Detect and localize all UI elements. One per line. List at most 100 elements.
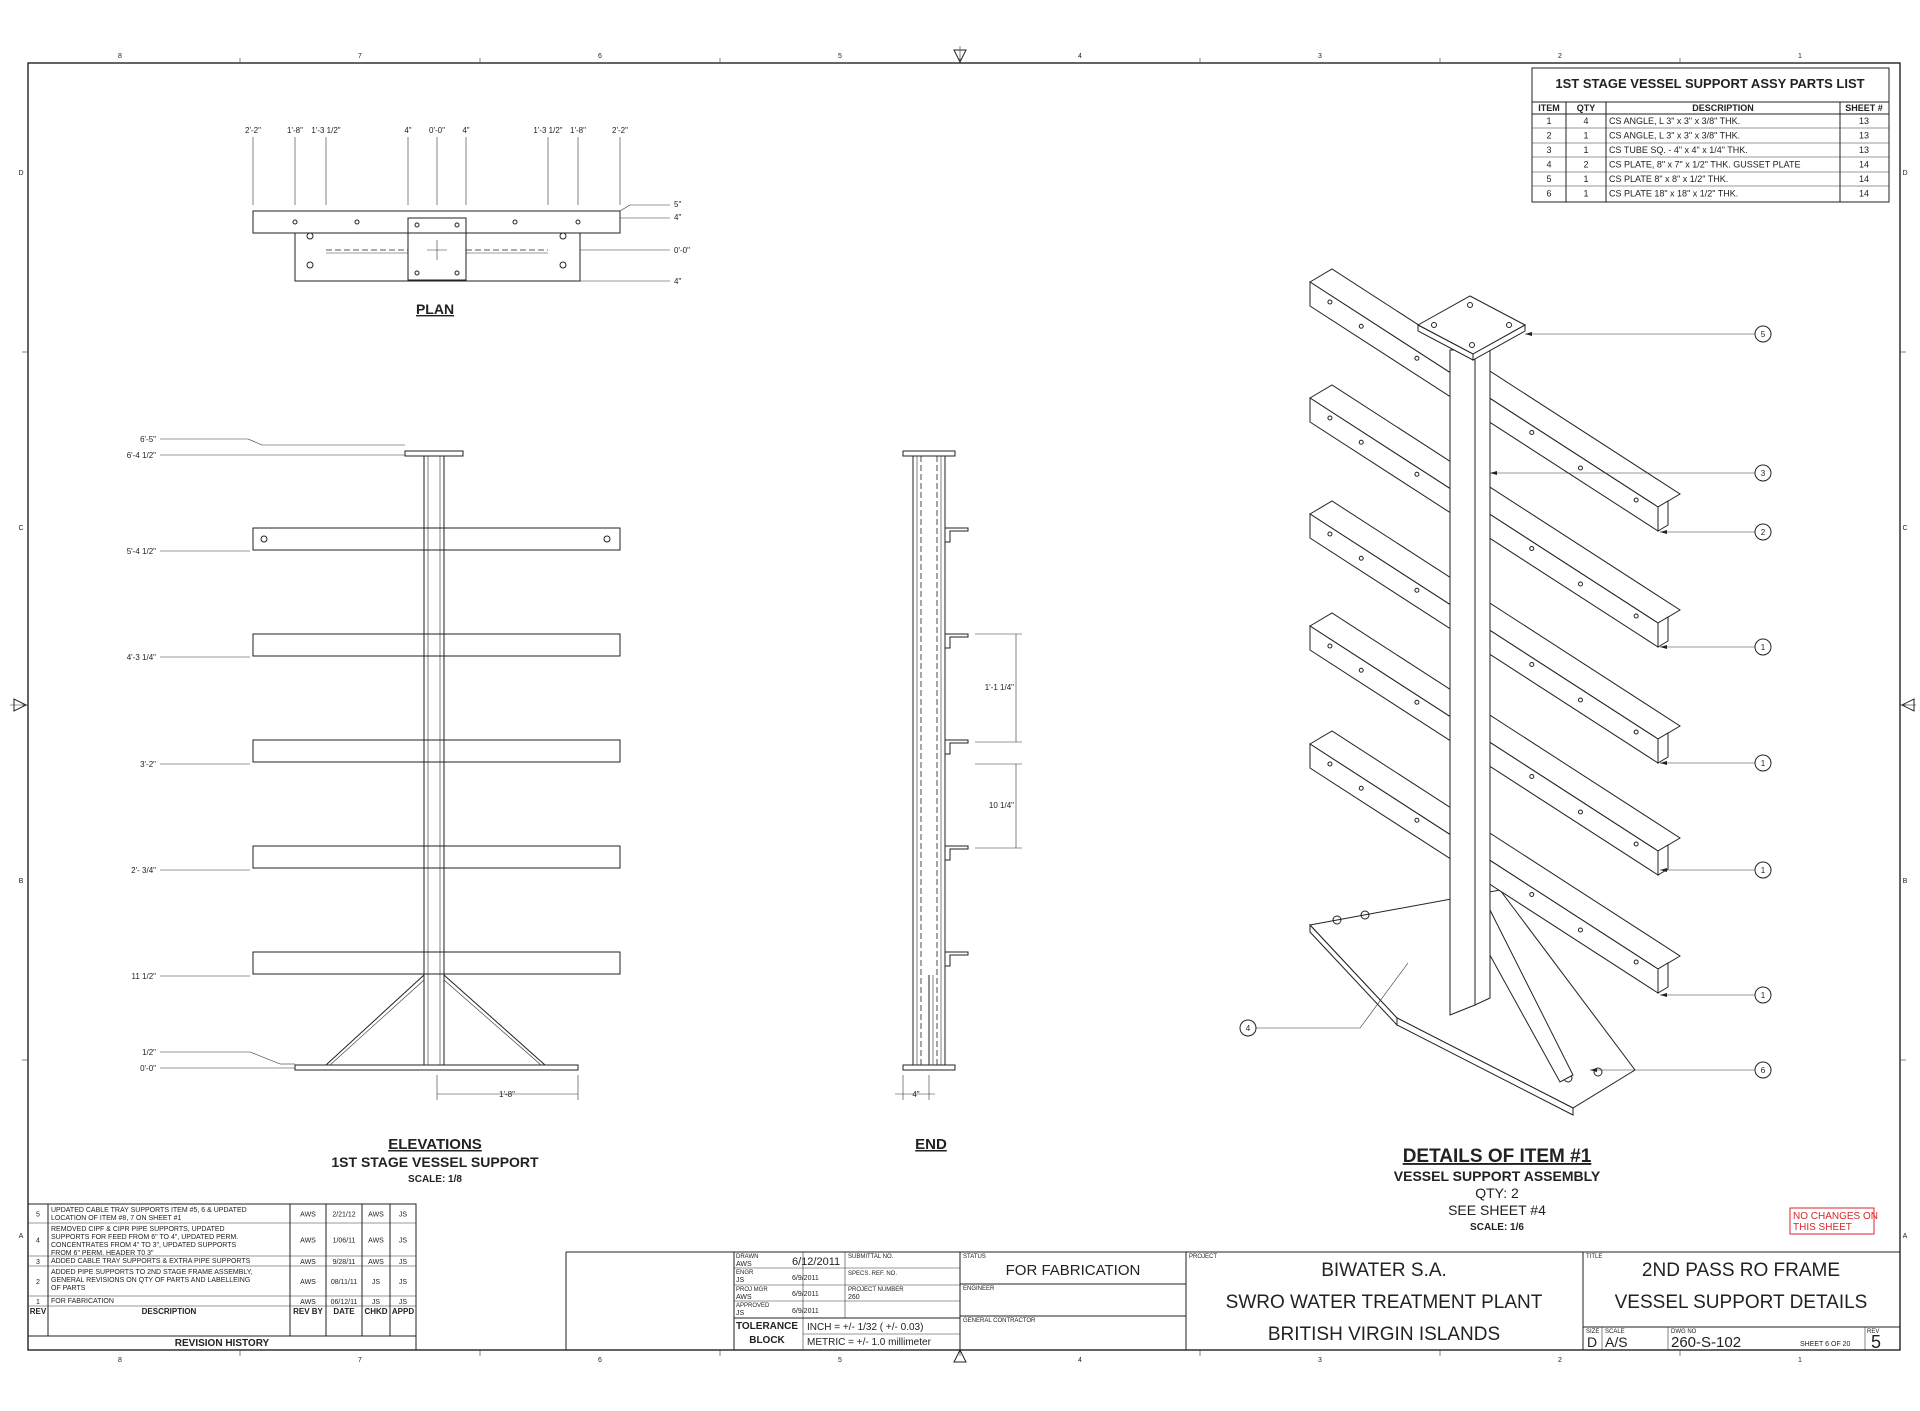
parts-item-3: 3 (1546, 145, 1551, 155)
iso-arm-hole (1529, 430, 1535, 435)
revision-description-4-2: CONCENTRATES FROM 4" TO 3", UPDATED SUPP… (51, 1242, 237, 1249)
zone-col-top-6: 6 (598, 53, 602, 60)
revision-date-3: 9/28/11 (333, 1259, 356, 1266)
parts-header-sheet: SHEET # (1845, 103, 1883, 113)
project-number-label: PROJECT NUMBER (848, 1287, 904, 1293)
parts-sheet-2: 13 (1859, 131, 1869, 141)
end-bracket-3 (945, 739, 969, 755)
parts-header-item: ITEM (1538, 103, 1560, 113)
revision-description-2-1: GENERAL REVISIONS ON QTY OF PARTS AND LA… (51, 1277, 250, 1284)
balloon-arrowhead (1525, 332, 1532, 336)
parts-sheet-5: 14 (1859, 174, 1869, 184)
tolerance-inch: INCH = +/- 1/32 ( +/- 0.03) (807, 1322, 923, 1333)
iso-arm-hole (1529, 546, 1535, 551)
zone-col-bottom-2: 2 (1558, 1357, 1562, 1364)
parts-header-description: DESCRIPTION (1692, 103, 1754, 113)
plan-top-dims: 2'-2"1'-8"1'-3 1/2"4"0'-0"4"1'-3 1/2"1'-… (245, 126, 628, 205)
iso-arm-hole (1327, 643, 1333, 649)
details-scale: SCALE: 1/6 (1470, 1222, 1524, 1233)
balloon-arrowhead (1660, 761, 1667, 765)
parts-header-qty: QTY (1577, 103, 1596, 113)
revision-description-4-3: FROM 6" PERM. HEADER T0 3" (51, 1250, 154, 1257)
elevation-view: 6'-5"6'-4 1/2"5'-4 1/2"4'-3 1/4"3'-2"2'-… (127, 435, 621, 1185)
balloon-label-6: 1 (1761, 866, 1766, 875)
iso-arm-hole (1414, 471, 1420, 477)
end-brackets (928, 527, 969, 1065)
elevation-leader (249, 1051, 281, 1065)
approved-label: APPROVED (736, 1303, 770, 1309)
status-label: STATUS (963, 1254, 986, 1260)
balloon-4 (1754, 638, 1772, 656)
revision-by-1: AWS (300, 1299, 316, 1306)
balloon-label-8: 6 (1761, 1066, 1766, 1075)
iso-arm-1-end (1657, 500, 1669, 532)
plan-dim-top-5: 4" (462, 126, 469, 135)
iso-arm-hole (1414, 699, 1420, 705)
iso-arm-hole (1358, 439, 1364, 445)
zone-col-top-2: 2 (1558, 53, 1562, 60)
elevation-arm-hole (603, 535, 611, 543)
iso-arm-5-end (1657, 962, 1669, 994)
elevation-level-5: 2'- 3/4" (131, 866, 156, 875)
drawing-title-2: VESSEL SUPPORT DETAILS (1615, 1292, 1868, 1313)
revision-date-1: 06/12/11 (331, 1299, 358, 1306)
drawn-date: 6/12/2011 (792, 1256, 840, 1268)
plan-dim-top-3: 4" (404, 126, 411, 135)
projmgr-date: 6/9/2011 (792, 1291, 819, 1298)
plan-view: 2'-2"1'-8"1'-3 1/2"4"0'-0"4"1'-3 1/2"1'-… (245, 126, 690, 317)
balloon-5 (1754, 754, 1772, 772)
zone-col-bottom-3: 3 (1318, 1357, 1322, 1364)
revision-date-5: 2/21/12 (332, 1212, 355, 1219)
end-base-plate (902, 1064, 956, 1071)
revision-appd-5: JS (399, 1212, 408, 1219)
plan-dim-top-7: 1'-8" (570, 126, 586, 135)
elevation-arm-4 (252, 845, 621, 869)
parts-item-1: 1 (1546, 116, 1551, 126)
elevation-level-6: 11 1/2" (132, 972, 157, 981)
parts-description-4: CS PLATE, 8" x 7" x 1/2" THK. GUSSET PLA… (1609, 160, 1800, 170)
parts-item-4: 4 (1546, 160, 1551, 170)
parts-sheet-4: 14 (1859, 160, 1869, 170)
project-label: PROJECT (1189, 1254, 1217, 1260)
iso-arm-hole (1327, 761, 1333, 767)
end-dim-upper: 1'-1 1/4" (985, 683, 1014, 692)
plan-base-plate (294, 232, 581, 282)
parts-sheet-6: 14 (1859, 189, 1869, 199)
project-line-1: BIWATER S.A. (1321, 1260, 1447, 1281)
projmgr-by: AWS (736, 1294, 752, 1301)
plan-dim-top-6: 1'-3 1/2" (533, 126, 562, 135)
balloon-1 (1754, 325, 1772, 343)
plan-dim-top-0: 2'-2" (245, 126, 261, 135)
revision-description-3-0: ADDED CABLE TRAY SUPPORTS & EXTRA PIPE S… (51, 1258, 251, 1265)
parts-description-3: CS TUBE SQ. - 4" x 4" x 1/4" THK. (1609, 145, 1748, 155)
iso-arm-hole (1633, 729, 1639, 735)
zone-col-bottom-4: 4 (1078, 1357, 1082, 1364)
iso-arm-2-end (1657, 616, 1669, 648)
elevation-level-8: 0'-0" (140, 1064, 156, 1073)
balloon-arrowhead (1660, 868, 1667, 872)
balloon-arrowhead (1660, 645, 1667, 649)
revision-description-2-0: ADDED PIPE SUPPORTS TO 2ND STAGE FRAME A… (51, 1269, 253, 1276)
revision-number-3: 3 (36, 1259, 40, 1266)
iso-arm-hole (1577, 809, 1583, 815)
plan-top-angle (252, 210, 621, 234)
parts-description-2: CS ANGLE, L 3" x 3" x 3/8" THK. (1609, 131, 1740, 141)
revision-description-4-1: SUPPORTS FOR FEED FROM 6" TO 4", UPDATED… (51, 1234, 238, 1241)
balloon-8 (1754, 1061, 1772, 1079)
status-value: FOR FABRICATION (1006, 1262, 1141, 1279)
zone-row-right-D: D (1902, 170, 1907, 177)
end-bracket-2 (945, 633, 969, 649)
plan-dim-right-0: 5" (674, 200, 681, 209)
dwg-number: 260-S-102 (1671, 1334, 1741, 1351)
iso-arm-hole (1327, 415, 1333, 421)
iso-arm-hole (1358, 555, 1364, 561)
tolerance-label-1: TOLERANCE (736, 1321, 798, 1332)
parts-list-title: 1ST STAGE VESSEL SUPPORT ASSY PARTS LIST (1555, 76, 1864, 91)
end-title: END (915, 1136, 947, 1153)
zone-col-top-7: 7 (358, 53, 362, 60)
title-block: DRAWN AWS 6/12/2011 ENGR JS 6/9/2011 PRO… (565, 1251, 1900, 1352)
iso-arm-hole (1327, 299, 1333, 305)
engineer-label: ENGINEER (963, 1286, 995, 1292)
